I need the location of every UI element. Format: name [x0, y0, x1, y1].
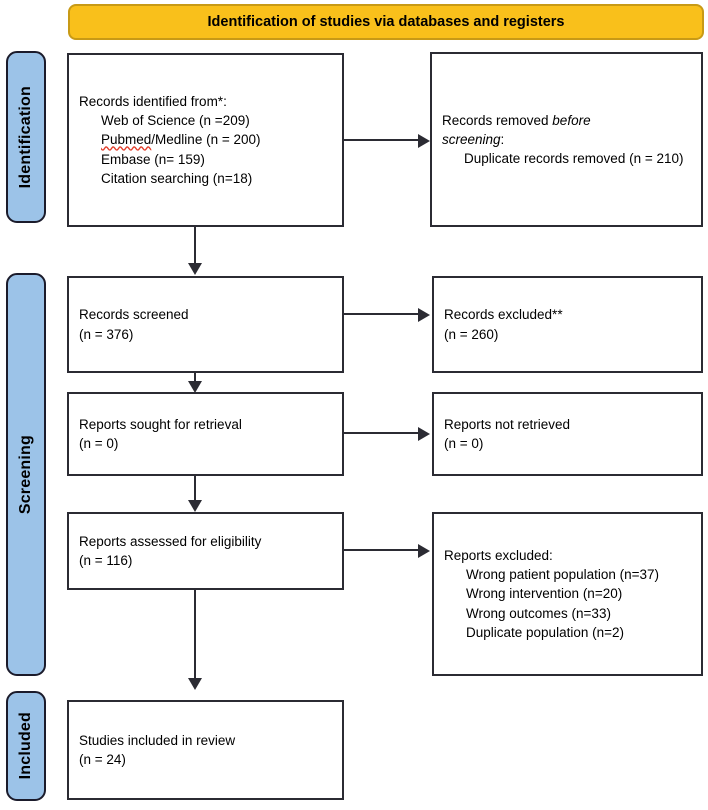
phase-bar-identification: Identification	[6, 51, 46, 223]
box-records-screened: Records screened (n = 376)	[67, 276, 344, 373]
phase-label-included: Included	[17, 712, 34, 780]
reports-not-retrieved-label: Reports not retrieved	[444, 416, 571, 432]
box-reports-sought: Reports sought for retrieval (n = 0)	[67, 392, 344, 476]
arrow-right-icon	[418, 427, 430, 441]
records-excluded-label: Records excluded**	[444, 307, 563, 323]
reports-sought-label: Reports sought for retrieval	[79, 416, 242, 432]
box-reports-not-retrieved-text: Reports not retrieved (n = 0)	[434, 415, 701, 453]
box-records-identified-text: Records identified from*: Web of Science …	[69, 92, 342, 188]
arrow-down-icon	[188, 263, 202, 275]
box-reports-assessed: Reports assessed for eligibility (n = 116…	[67, 512, 344, 590]
box-reports-sought-text: Reports sought for retrieval (n = 0)	[69, 415, 342, 453]
records-removed-italic-before: before	[552, 112, 591, 128]
box-records-excluded: Records excluded** (n = 260)	[432, 276, 703, 373]
connector-screened-to-excluded	[344, 313, 420, 315]
records-removed-colon: :	[500, 131, 505, 147]
box-records-removed: Records removed before screening: Duplicat…	[430, 52, 703, 227]
records-identified-line-2-rest: /Medline (n = 200)	[151, 132, 261, 148]
records-identified-line-1: Web of Science (n =209)	[101, 113, 250, 129]
arrow-right-icon	[418, 134, 430, 148]
box-studies-included-text: Studies included in review (n = 24)	[69, 731, 342, 769]
records-removed-detail: Duplicate records removed (n = 210)	[464, 151, 684, 167]
phase-label-screening: Screening	[17, 434, 34, 515]
phase-bar-screening: Screening	[6, 273, 46, 676]
reports-excluded-reason-1: Wrong patient population (n=37)	[466, 567, 660, 583]
connector-screened-to-sought	[194, 373, 196, 384]
reports-excluded-reason-4: Duplicate population (n=2)	[466, 624, 624, 640]
records-screened-count: (n = 376)	[79, 326, 134, 342]
misspelled-pubmed: Pubmed	[101, 132, 152, 148]
phase-label-identification: Identification	[17, 85, 34, 189]
records-removed-italic-screening: screening	[442, 131, 501, 147]
banner-identification-header: Identification of studies via databases …	[68, 4, 704, 40]
reports-not-retrieved-count: (n = 0)	[444, 436, 484, 451]
reports-assessed-count: (n = 116)	[79, 553, 133, 568]
records-identified-line-3: Embase (n= 159)	[101, 151, 205, 167]
records-excluded-count: (n = 260)	[444, 326, 499, 342]
box-studies-included: Studies included in review (n = 24)	[67, 700, 344, 800]
records-identified-heading: Records identified from*:	[79, 94, 227, 110]
box-records-identified: Records identified from*: Web of Science …	[67, 53, 344, 227]
box-reports-excluded-reasons-text: Reports excluded: Wrong patient populatio…	[434, 546, 701, 642]
connector-identified-to-screened	[194, 227, 196, 265]
arrow-down-icon	[188, 381, 202, 393]
box-records-removed-text: Records removed before screening: Duplicat…	[432, 111, 701, 168]
arrow-right-icon	[418, 308, 430, 322]
arrow-right-icon	[418, 544, 430, 558]
phase-bar-included: Included	[6, 691, 46, 801]
box-records-excluded-text: Records excluded** (n = 260)	[434, 305, 701, 343]
box-records-screened-text: Records screened (n = 376)	[69, 305, 342, 343]
box-reports-not-retrieved: Reports not retrieved (n = 0)	[432, 392, 703, 476]
reports-excluded-reason-2: Wrong intervention (n=20)	[466, 586, 623, 602]
records-identified-line-2: Pubmed/Medline (n = 200)	[79, 130, 332, 149]
studies-included-label: Studies included in review	[79, 732, 236, 748]
box-reports-assessed-text: Reports assessed for eligibility (n = 116…	[69, 532, 342, 570]
arrow-down-icon	[188, 500, 202, 512]
connector-sought-to-assessed	[194, 476, 196, 502]
connector-identified-to-removed	[344, 139, 420, 141]
banner-title: Identification of studies via databases …	[207, 14, 565, 30]
reports-assessed-label: Reports assessed for eligibility	[79, 533, 262, 549]
connector-sought-to-not-retrieved	[344, 432, 420, 434]
records-removed-lead: Records removed	[442, 112, 553, 128]
records-identified-line-4: Citation searching (n=18)	[101, 170, 253, 186]
reports-excluded-heading: Reports excluded:	[444, 548, 553, 564]
reports-sought-count: (n = 0)	[79, 436, 119, 451]
connector-assessed-to-included	[194, 590, 196, 680]
arrow-down-icon	[188, 678, 202, 690]
reports-excluded-reason-3: Wrong outcomes (n=33)	[466, 605, 611, 621]
studies-included-count: (n = 24)	[79, 752, 126, 767]
box-reports-excluded-reasons: Reports excluded: Wrong patient populatio…	[432, 512, 703, 676]
connector-assessed-to-reports-excluded	[344, 549, 420, 551]
records-screened-label: Records screened	[79, 307, 189, 323]
